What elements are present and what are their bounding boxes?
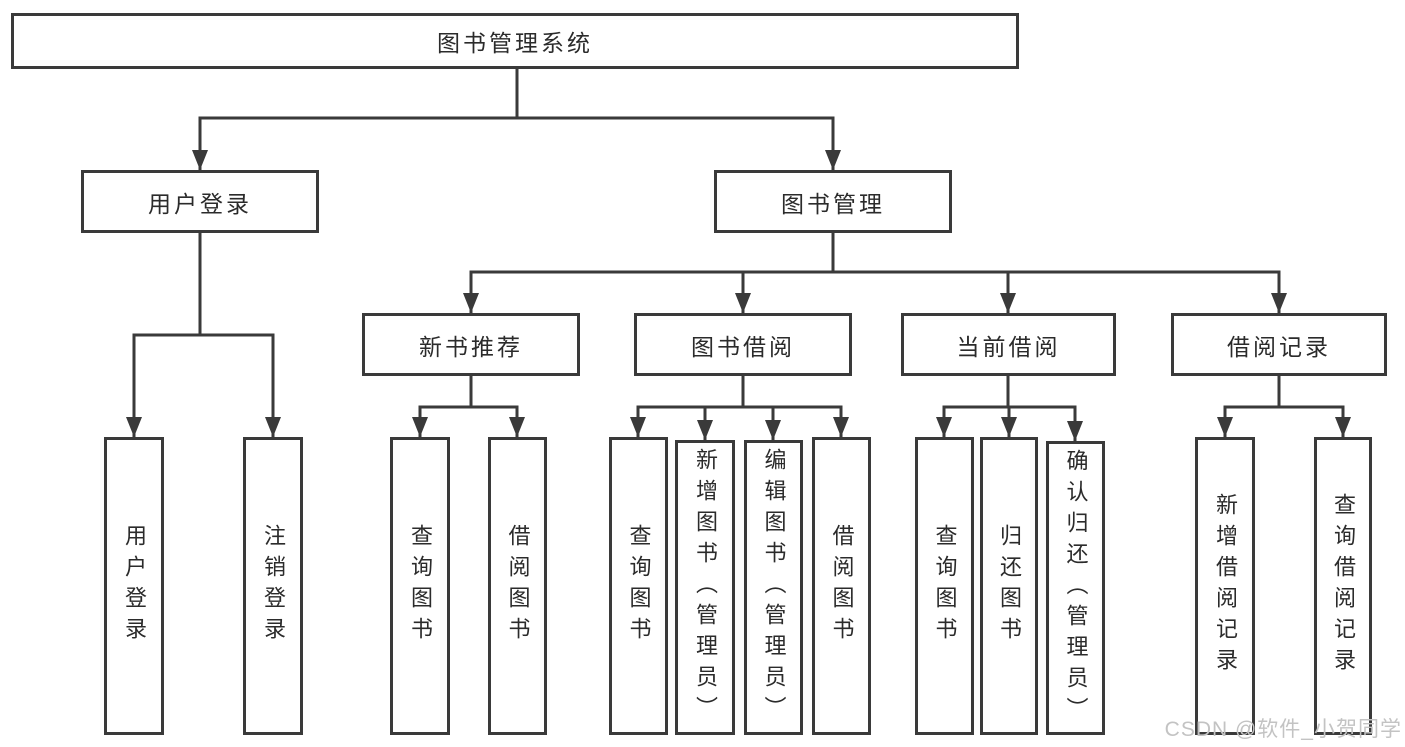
leaf-add-book-admin: 新增图书（管理员） (675, 440, 735, 735)
leaf-user-login: 用户登录 (104, 437, 164, 735)
csdn-watermark: CSDN @软件_小贺同学 (1164, 718, 1402, 741)
node-current-borrow: 当前借阅 (901, 313, 1116, 376)
node-label: 借阅记录 (1227, 333, 1331, 360)
node-label: 借阅图书 (505, 524, 531, 648)
node-label: 新书推荐 (419, 333, 523, 360)
leaf-query-books-borrow: 查询图书 (609, 437, 668, 735)
node-label: 查询图书 (626, 524, 652, 648)
node-label: 查询图书 (932, 524, 958, 648)
node-label: 归还图书 (997, 524, 1022, 648)
node-book-borrow: 图书借阅 (634, 313, 852, 376)
node-label: 编辑图书（管理员） (761, 448, 787, 727)
leaf-return-books: 归还图书 (980, 437, 1038, 735)
leaf-query-books-recommend: 查询图书 (390, 437, 450, 735)
node-label: 图书借阅 (691, 333, 795, 360)
node-label: 新增借阅记录 (1213, 493, 1238, 679)
leaf-confirm-return-admin: 确认归还（管理员） (1046, 441, 1105, 735)
node-label: 查询借阅记录 (1331, 493, 1356, 679)
leaf-borrow-books-recommend: 借阅图书 (488, 437, 547, 735)
node-label: 图书管理 (781, 190, 885, 217)
leaf-borrow-books: 借阅图书 (812, 437, 871, 735)
node-new-book-recommend: 新书推荐 (362, 313, 580, 376)
node-label: 用户登录 (148, 190, 252, 217)
node-borrow-records: 借阅记录 (1171, 313, 1387, 376)
node-label: 新增图书（管理员） (693, 448, 718, 727)
leaf-query-books-current: 查询图书 (915, 437, 974, 735)
leaf-add-borrow-record: 新增借阅记录 (1195, 437, 1255, 735)
leaf-logout: 注销登录 (243, 437, 303, 735)
node-label: 注销登录 (261, 524, 286, 648)
node-label: 确认归还（管理员） (1063, 448, 1089, 728)
node-label: 查询图书 (408, 524, 433, 648)
node-label: 当前借阅 (956, 333, 1061, 360)
node-label: 借阅图书 (829, 524, 855, 648)
node-label: 用户登录 (122, 524, 147, 648)
node-label: 图书管理系统 (437, 30, 593, 56)
node-user-login: 用户登录 (81, 170, 319, 233)
leaf-query-borrow-record: 查询借阅记录 (1314, 437, 1372, 735)
node-library-management-system: 图书管理系统 (11, 13, 1019, 69)
node-book-management: 图书管理 (714, 170, 952, 233)
leaf-edit-book-admin: 编辑图书（管理员） (744, 440, 803, 735)
